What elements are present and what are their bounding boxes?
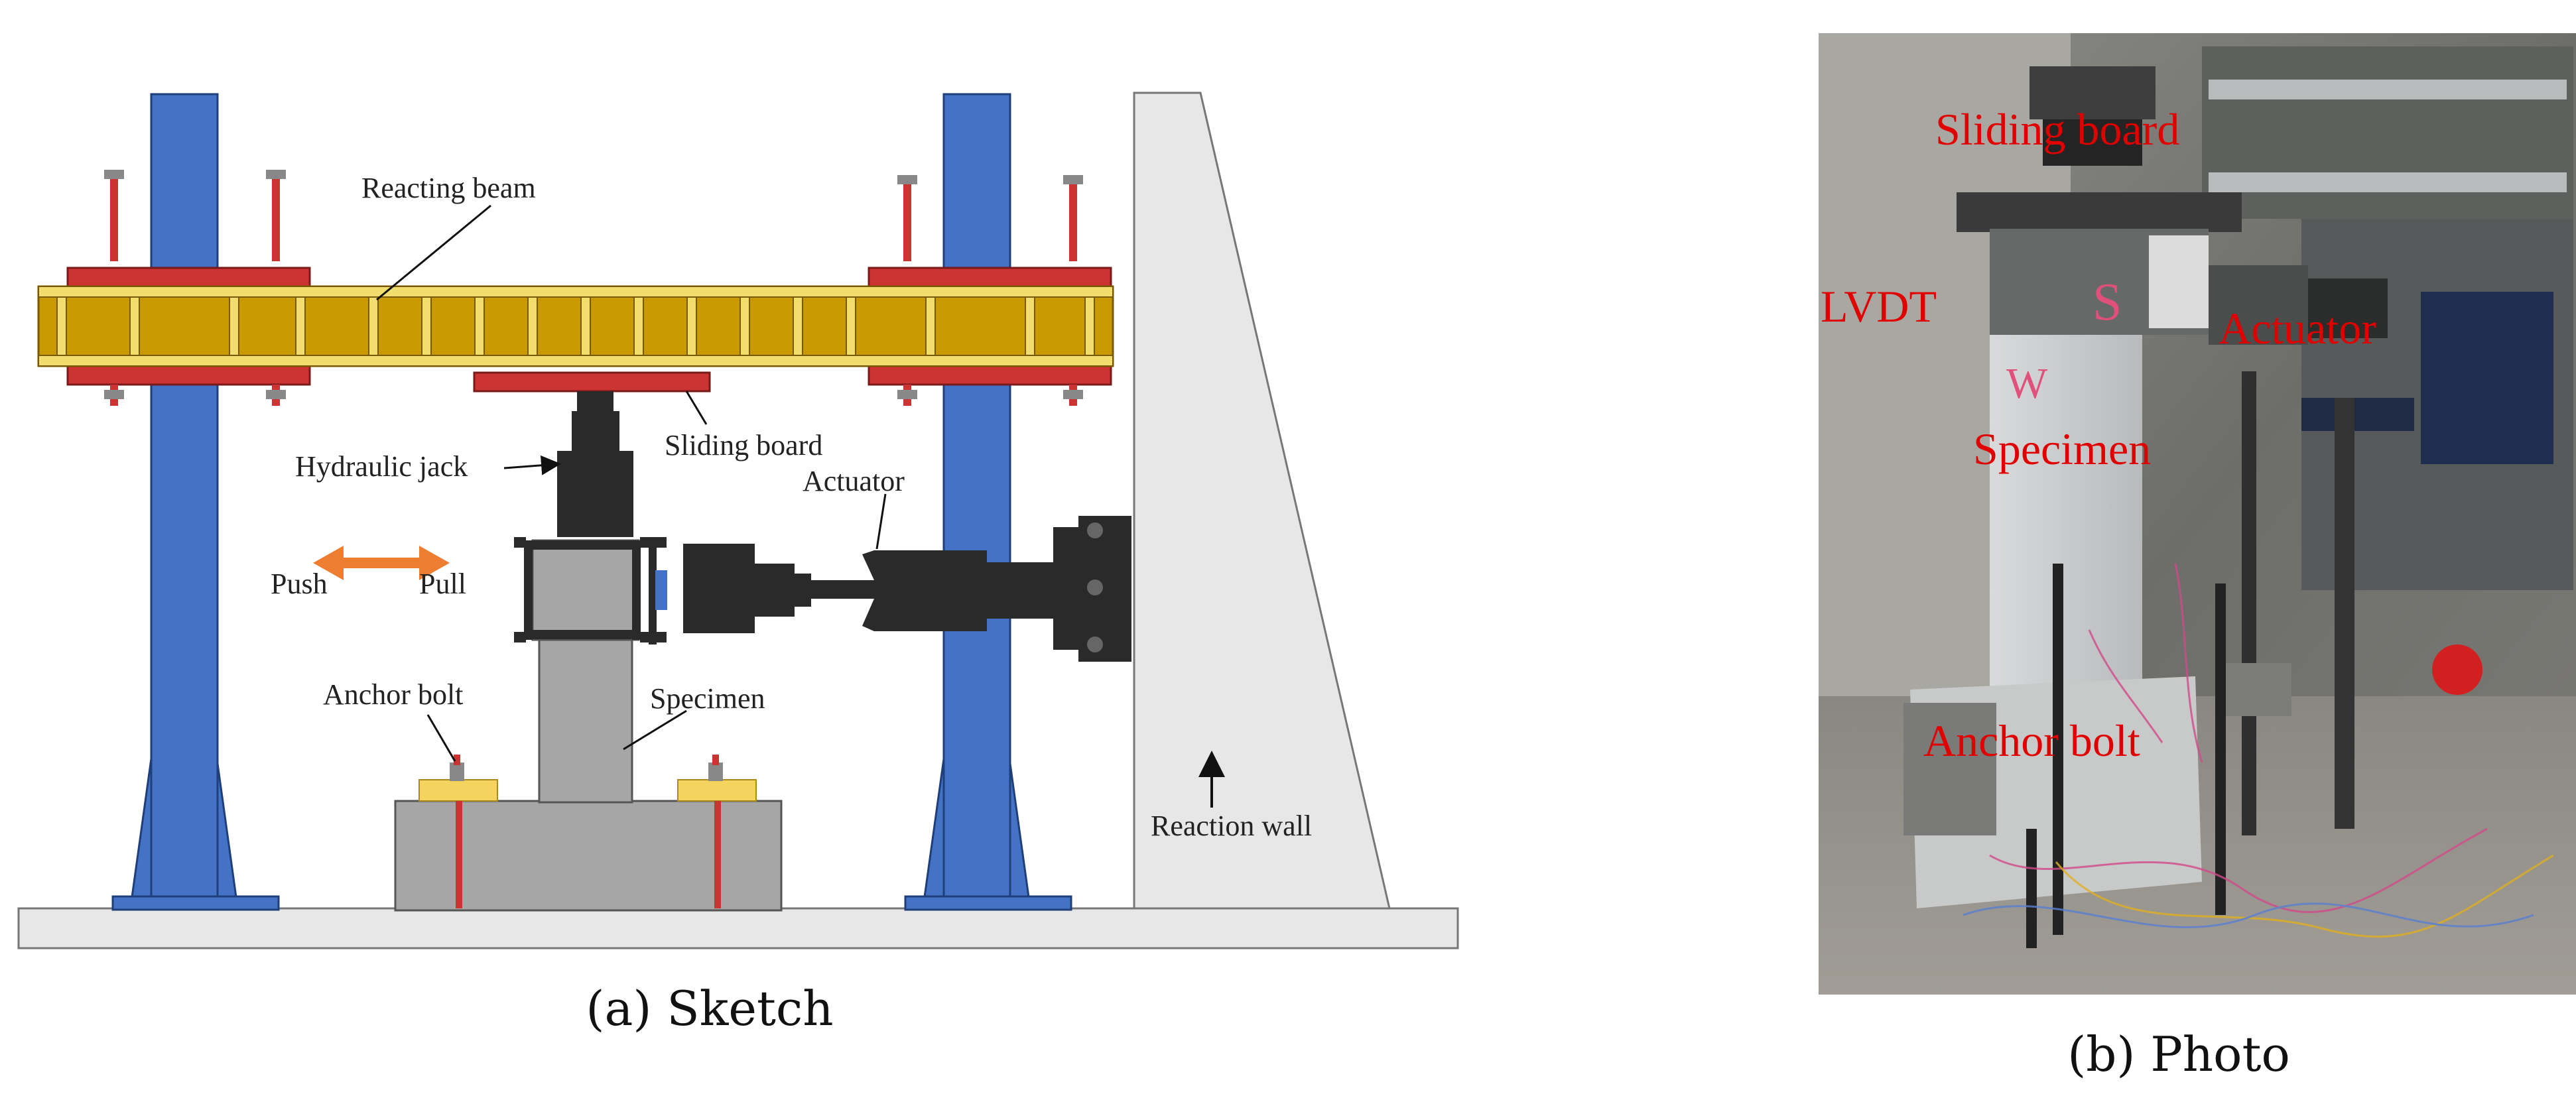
anchor-bolts xyxy=(419,755,757,908)
push-pull-arrow xyxy=(313,546,450,580)
photo-actuator-label: Actuator xyxy=(2219,303,2376,353)
sketch-caption: (a) Sketch xyxy=(586,981,833,1036)
photo-face-w: W xyxy=(2006,359,2048,408)
pull-label: Pull xyxy=(419,568,466,600)
actuator-label: Actuator xyxy=(803,465,905,497)
left-column xyxy=(111,93,280,911)
right-column xyxy=(904,93,1072,911)
photo-lvdt-label: LVDT xyxy=(1821,281,1937,332)
hydraulic-jack-label: Hydraulic jack xyxy=(295,450,468,483)
photo-specimen-label: Specimen xyxy=(1973,424,2151,474)
reaction-wall xyxy=(1133,92,1391,910)
photo-panel: S W Sliding board LVDT Actuator Specimen… xyxy=(1819,33,2576,1082)
reacting-beam xyxy=(37,285,1114,367)
photo-caption: (b) Photo xyxy=(2067,1026,2290,1082)
specimen-label: Specimen xyxy=(650,682,765,715)
photo-sliding-board-label: Sliding board xyxy=(1935,104,2179,154)
photo-anchor-bolt-label: Anchor bolt xyxy=(1923,715,2140,766)
reacting-beam-label: Reacting beam xyxy=(361,172,536,204)
actuator xyxy=(683,516,1131,662)
photo-face-s: S xyxy=(2093,273,2122,332)
sliding-board xyxy=(473,371,711,393)
tie-rods-bottom xyxy=(104,385,1083,406)
sliding-board-label: Sliding board xyxy=(665,429,822,461)
hydraulic-jack xyxy=(557,391,633,537)
clamp-plates xyxy=(66,267,1112,386)
tie-rods-top xyxy=(104,170,1083,261)
push-label: Push xyxy=(271,568,328,600)
sketch-panel: Reaction wall xyxy=(17,92,1459,1036)
floor-slab xyxy=(17,907,1459,949)
reaction-wall-label: Reaction wall xyxy=(1151,810,1312,842)
anchor-bolt-label: Anchor bolt xyxy=(323,678,463,711)
photo-specimen xyxy=(1990,335,2142,713)
